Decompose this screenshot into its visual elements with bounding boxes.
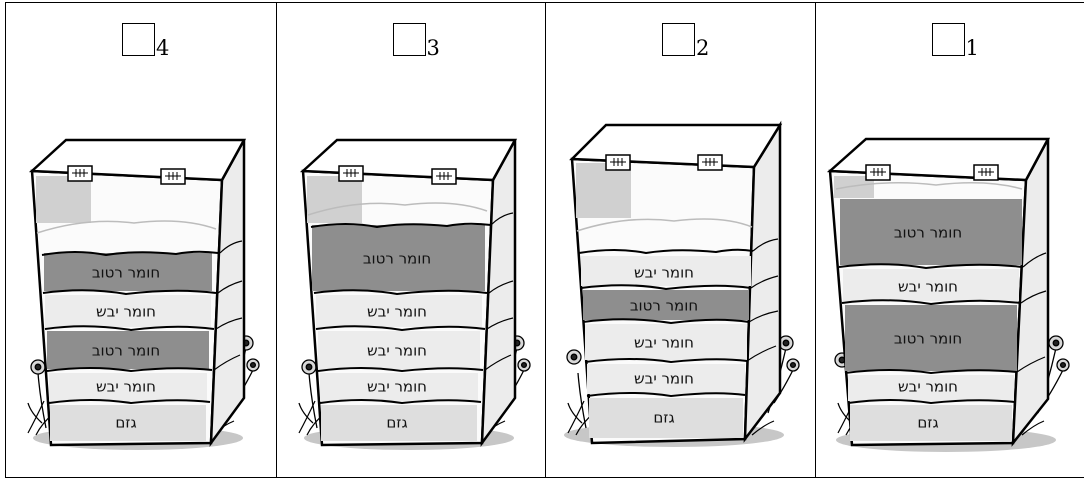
layer-label: חומר יבש <box>96 378 156 396</box>
hinge-left <box>339 166 363 181</box>
layer-label: גזם <box>115 414 136 432</box>
layer-label: חומר רטוב <box>92 264 160 282</box>
layer-label: חומר יבש <box>96 303 156 321</box>
layer-label: חומר רטוב <box>92 342 160 360</box>
compost-bin-illustration: חומר רטוב חומר יבש חומר רטוב חומר יבש גז… <box>816 3 1084 479</box>
window-shade <box>576 163 631 218</box>
bin-lid <box>572 125 780 167</box>
window-shade <box>307 176 362 223</box>
compost-option: 2 <box>545 3 815 477</box>
layer-label: חומר יבש <box>634 264 694 282</box>
layer-label: גזם <box>917 414 938 432</box>
layer-label: חומר יבש <box>634 334 694 352</box>
layer-label: חומר רטוב <box>362 250 430 268</box>
window-shade <box>36 176 91 223</box>
compost-bin-illustration: חומר יבש חומר רטוב חומר יבש חומר יבש גזם <box>546 3 816 479</box>
compost-bin-illustration: חומר רטוב חומר יבש חומר יבש חומר יבש גזם <box>277 3 547 479</box>
layer-label: חומר יבש <box>367 303 427 321</box>
layer-label: גזם <box>653 409 674 427</box>
hinge-left <box>68 166 92 181</box>
layer-label: גזם <box>386 414 407 432</box>
hinge-left <box>606 155 630 170</box>
layer-label: חומר יבש <box>367 378 427 396</box>
hinge-right <box>161 169 185 184</box>
hinge-left <box>866 165 890 180</box>
layer-label: חומר יבש <box>898 278 958 296</box>
compost-bin-illustration: חומר רטוב חומר יבש חומר רטוב חומר יבש גז… <box>6 3 276 479</box>
layer-label: חומר יבש <box>898 378 958 396</box>
layer-label: חומר רטוב <box>893 330 961 348</box>
compost-option: 1 <box>815 3 1084 477</box>
layer-label: חומר יבש <box>634 370 694 388</box>
compost-option: 3 <box>276 3 546 477</box>
hinge-right <box>698 155 722 170</box>
layer-label: חומר יבש <box>367 342 427 360</box>
hinge-right <box>432 169 456 184</box>
layer-label: חומר רטוב <box>630 297 698 315</box>
flower-left <box>299 360 317 428</box>
flower-left <box>28 360 46 428</box>
options-frame: 4 <box>5 2 1084 478</box>
layer-label: חומר רטוב <box>893 224 961 242</box>
hinge-right <box>974 165 998 180</box>
compost-option: 4 <box>6 3 276 477</box>
